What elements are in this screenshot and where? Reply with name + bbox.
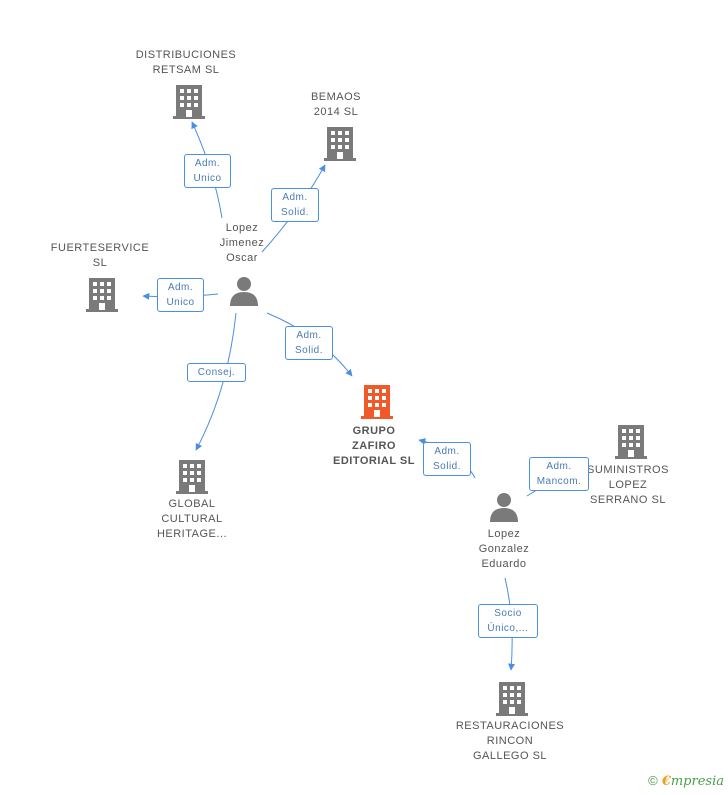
- edge-line-global-cultural: [195, 312, 237, 451]
- edge-label-adm-solid-bemaos[interactable]: Adm. Solid.: [271, 188, 319, 222]
- edge-label-consej-global[interactable]: Consej.: [187, 363, 246, 382]
- grupo-zafiro-building-icon[interactable]: [361, 385, 393, 424]
- edge-label-adm-solid-zafiro-gonzalez[interactable]: Adm. Solid.: [423, 442, 471, 476]
- edge-label-adm-unico-fuerteservice[interactable]: Adm. Unico: [157, 278, 204, 312]
- global-cultural-building-icon[interactable]: [176, 460, 208, 499]
- bemaos-label[interactable]: BEMAOS 2014 SL: [310, 91, 362, 118]
- distribuciones-label[interactable]: DISTRIBUCIONES RETSAM SL: [135, 49, 237, 76]
- edge-label-adm-solid-zafiro[interactable]: Adm. Solid.: [285, 326, 333, 360]
- empresia-copyright: © €mpresia: [648, 773, 724, 789]
- edge-label-socio-unico-restauraciones[interactable]: Socio Único,...: [478, 604, 538, 638]
- restauraciones-building-icon[interactable]: [496, 682, 528, 721]
- distribuciones-building-icon[interactable]: [173, 85, 205, 124]
- restauraciones-label[interactable]: RESTAURACIONES RINCON GALLEGO SL: [455, 720, 565, 762]
- fuerteservice-label[interactable]: FUERTESERVICE SL: [50, 242, 150, 269]
- suministros-building-icon[interactable]: [615, 425, 647, 464]
- lopez-gonzalez-person-icon[interactable]: [490, 492, 518, 527]
- suministros-label[interactable]: SUMINISTROS LOPEZ SERRANO SL: [587, 464, 669, 506]
- copyright-icon: ©: [648, 773, 658, 788]
- lopez-jimenez-person-icon[interactable]: [230, 276, 258, 311]
- lopez-gonzalez-label[interactable]: Lopez Gonzalez Eduardo: [478, 528, 530, 570]
- lopez-jimenez-label[interactable]: Lopez Jimenez Oscar: [219, 222, 265, 264]
- bemaos-building-icon[interactable]: [324, 127, 356, 166]
- fuerteservice-building-icon[interactable]: [86, 278, 118, 317]
- grupo-zafiro-label[interactable]: GRUPO ZAFIRO EDITORIAL SL: [333, 425, 415, 467]
- edge-label-adm-unico-distribuciones[interactable]: Adm. Unico: [184, 154, 231, 188]
- empresia-logo-letter: €: [661, 774, 671, 789]
- edge-label-adm-mancom-suministros[interactable]: Adm. Mancom.: [529, 457, 589, 491]
- global-cultural-label[interactable]: GLOBAL CULTURAL HERITAGE...: [156, 498, 228, 540]
- empresia-logo-text: mpresia: [670, 774, 724, 789]
